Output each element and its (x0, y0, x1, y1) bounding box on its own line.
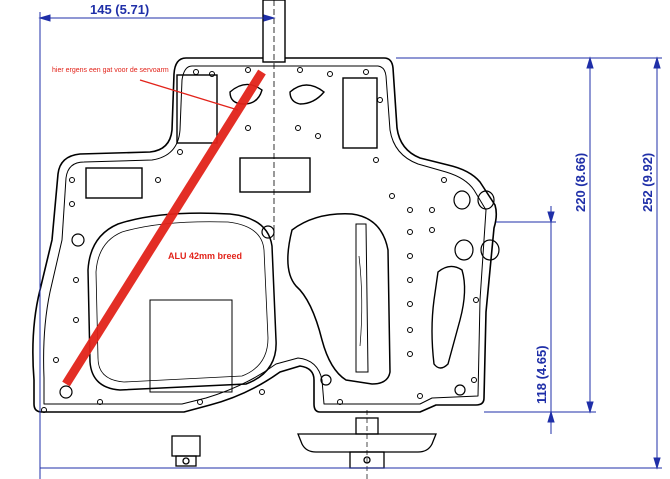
mount-hole (473, 297, 479, 303)
right-window-slot (355, 223, 369, 373)
servo-note-leader (139, 79, 239, 111)
mount-hole (407, 207, 413, 213)
bottom-mount-left (171, 435, 201, 457)
mount-hole (53, 357, 59, 363)
dimension-lines (38, 12, 662, 479)
dim-118-text: 118 (4.65) (534, 345, 549, 404)
mount-hole (297, 67, 303, 73)
dim-220-text: 220 (8.66) (573, 153, 588, 212)
mount-hole (245, 67, 251, 73)
hole (454, 239, 474, 261)
dim-arrow (586, 401, 594, 414)
left-window-inner (95, 221, 269, 383)
aluminium-strip (62, 69, 266, 387)
mount-hole (73, 317, 79, 323)
slot-top-left (229, 83, 263, 105)
dim-arrow (547, 211, 555, 224)
top-shaft (262, 0, 286, 240)
mount-hole (193, 69, 199, 75)
bottom-brackets (171, 410, 437, 479)
mount-hole (177, 149, 183, 155)
mount-hole (407, 301, 413, 307)
mount-hole (389, 193, 395, 199)
frame-outer-contour (32, 57, 498, 413)
mount-hole (259, 389, 265, 395)
frame-inner-contour (43, 65, 487, 405)
servo-note-text: hier ergens een gat voor de servoarm (52, 67, 169, 74)
dim-arrow (653, 457, 661, 470)
dim-arrow (38, 14, 51, 22)
mount-hole (69, 177, 75, 183)
right-window (287, 213, 391, 385)
servo-cutouts (85, 74, 378, 199)
side-oval-slot (431, 265, 466, 369)
bottom-mount-left-bolt (182, 457, 190, 465)
hole (71, 233, 85, 247)
hole (480, 239, 500, 261)
mount-hole (407, 277, 413, 283)
mount-hole (417, 393, 423, 399)
mount-hole (407, 351, 413, 357)
mount-hole (97, 399, 103, 405)
mount-hole (41, 407, 47, 413)
mount-hole (429, 227, 435, 233)
alu-note-text: ALU 42mm breed (168, 251, 242, 261)
mount-hole (373, 157, 379, 163)
mount-hole (327, 71, 333, 77)
dim-252-text: 252 (9.92) (640, 153, 655, 212)
mount-hole (69, 201, 75, 207)
mount-hole (363, 69, 369, 75)
left-window (87, 212, 277, 391)
mount-hole (407, 229, 413, 235)
mount-hole (155, 177, 161, 183)
mount-hole (73, 277, 79, 283)
bottom-mount-left-base (175, 455, 197, 467)
frame-outline (32, 57, 498, 413)
mount-hole (197, 399, 203, 405)
dim-arrow (653, 56, 661, 69)
slot-top-right (289, 84, 326, 105)
hole (454, 384, 466, 396)
right-window-slot-inner (358, 255, 363, 347)
hole (320, 374, 332, 386)
servo-cutout-right (342, 77, 378, 149)
dim-arrow (586, 56, 594, 69)
hole (59, 385, 73, 399)
mount-hole (337, 399, 343, 405)
tail-tray (297, 433, 437, 453)
hole (261, 225, 275, 239)
dim-arrow (263, 14, 276, 22)
mount-hole (429, 207, 435, 213)
round-holes (59, 190, 500, 399)
mount-hole (407, 327, 413, 333)
mount-hole (377, 97, 383, 103)
servo-cutout-side (85, 167, 143, 199)
mount-hole (407, 253, 413, 259)
dim-arrow (547, 410, 555, 423)
mount-hole (245, 125, 251, 131)
mount-hole (295, 125, 301, 131)
hole (477, 190, 495, 210)
dim-width-text: 145 (5.71) (90, 2, 149, 17)
mount-hole (209, 71, 215, 77)
mounting-holes (41, 67, 479, 413)
hole (453, 190, 471, 210)
mount-hole (471, 377, 477, 383)
battery-box (149, 299, 233, 393)
mount-hole (441, 177, 447, 183)
mount-hole (315, 133, 321, 139)
servo-cutout-left (176, 74, 218, 144)
servo-cutout-center (239, 157, 311, 193)
